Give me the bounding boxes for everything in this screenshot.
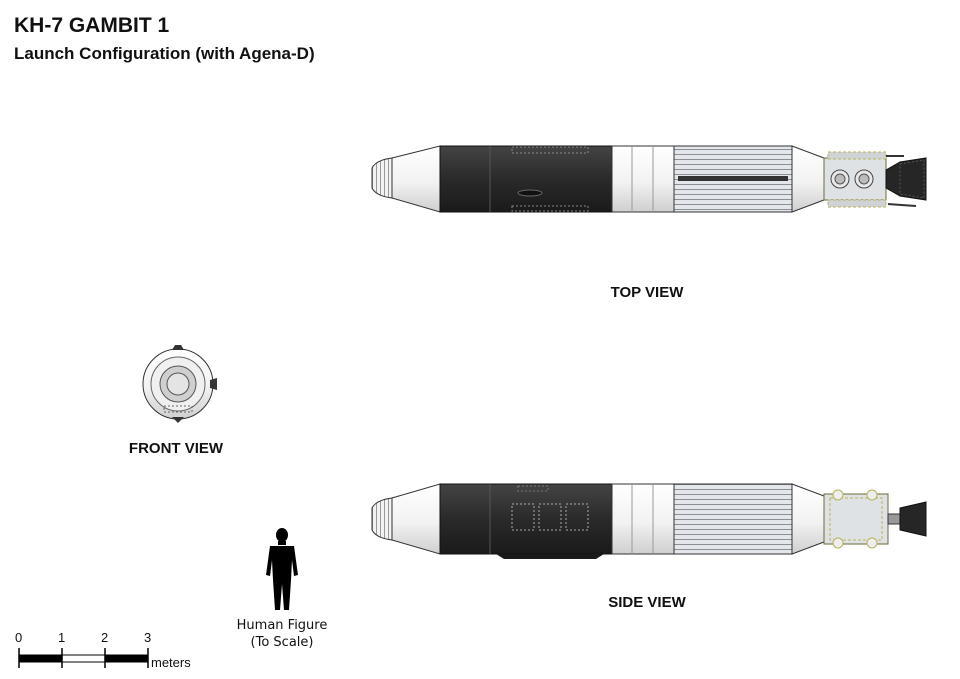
side-light-band xyxy=(611,483,675,555)
front-view-vehicle xyxy=(142,345,217,423)
scale-unit-label: meters xyxy=(151,655,191,670)
top-engine-nozzle xyxy=(885,157,927,201)
side-nose-cone xyxy=(391,483,441,555)
top-light-band xyxy=(611,145,675,213)
side-dark-section xyxy=(439,483,613,555)
top-nose-cone xyxy=(391,145,441,213)
human-figure-silhouette xyxy=(266,528,298,610)
side-view-vehicle xyxy=(371,483,927,559)
side-ribbed-section xyxy=(673,483,793,555)
top-nose-tip xyxy=(371,157,393,199)
top-dark-section xyxy=(439,145,613,213)
top-adapter xyxy=(791,145,825,213)
side-adapter xyxy=(791,483,825,555)
scale-tick-3: 3 xyxy=(144,630,152,645)
side-nose-tip xyxy=(371,497,393,541)
side-view-label: SIDE VIEW xyxy=(608,594,686,611)
scale-tick-0: 0 xyxy=(15,630,23,645)
side-equipment-box xyxy=(823,493,889,545)
diagram-title: KH-7 GAMBIT 1 xyxy=(14,14,170,37)
diagram-subtitle: Launch Configuration (with Agena-D) xyxy=(14,44,315,63)
human-figure-caption: Human Figure (To Scale) xyxy=(222,617,342,651)
top-view-label: TOP VIEW xyxy=(610,284,684,301)
scale-tick-2: 2 xyxy=(101,630,109,645)
human-caption-line2: (To Scale) xyxy=(250,635,314,650)
side-engine-nozzle xyxy=(899,501,927,537)
scale-tick-1: 1 xyxy=(58,630,66,645)
human-caption-line1: Human Figure xyxy=(236,618,328,633)
front-view-label: FRONT VIEW xyxy=(128,440,224,457)
scale-bar xyxy=(18,648,149,668)
top-view-vehicle xyxy=(371,145,927,213)
